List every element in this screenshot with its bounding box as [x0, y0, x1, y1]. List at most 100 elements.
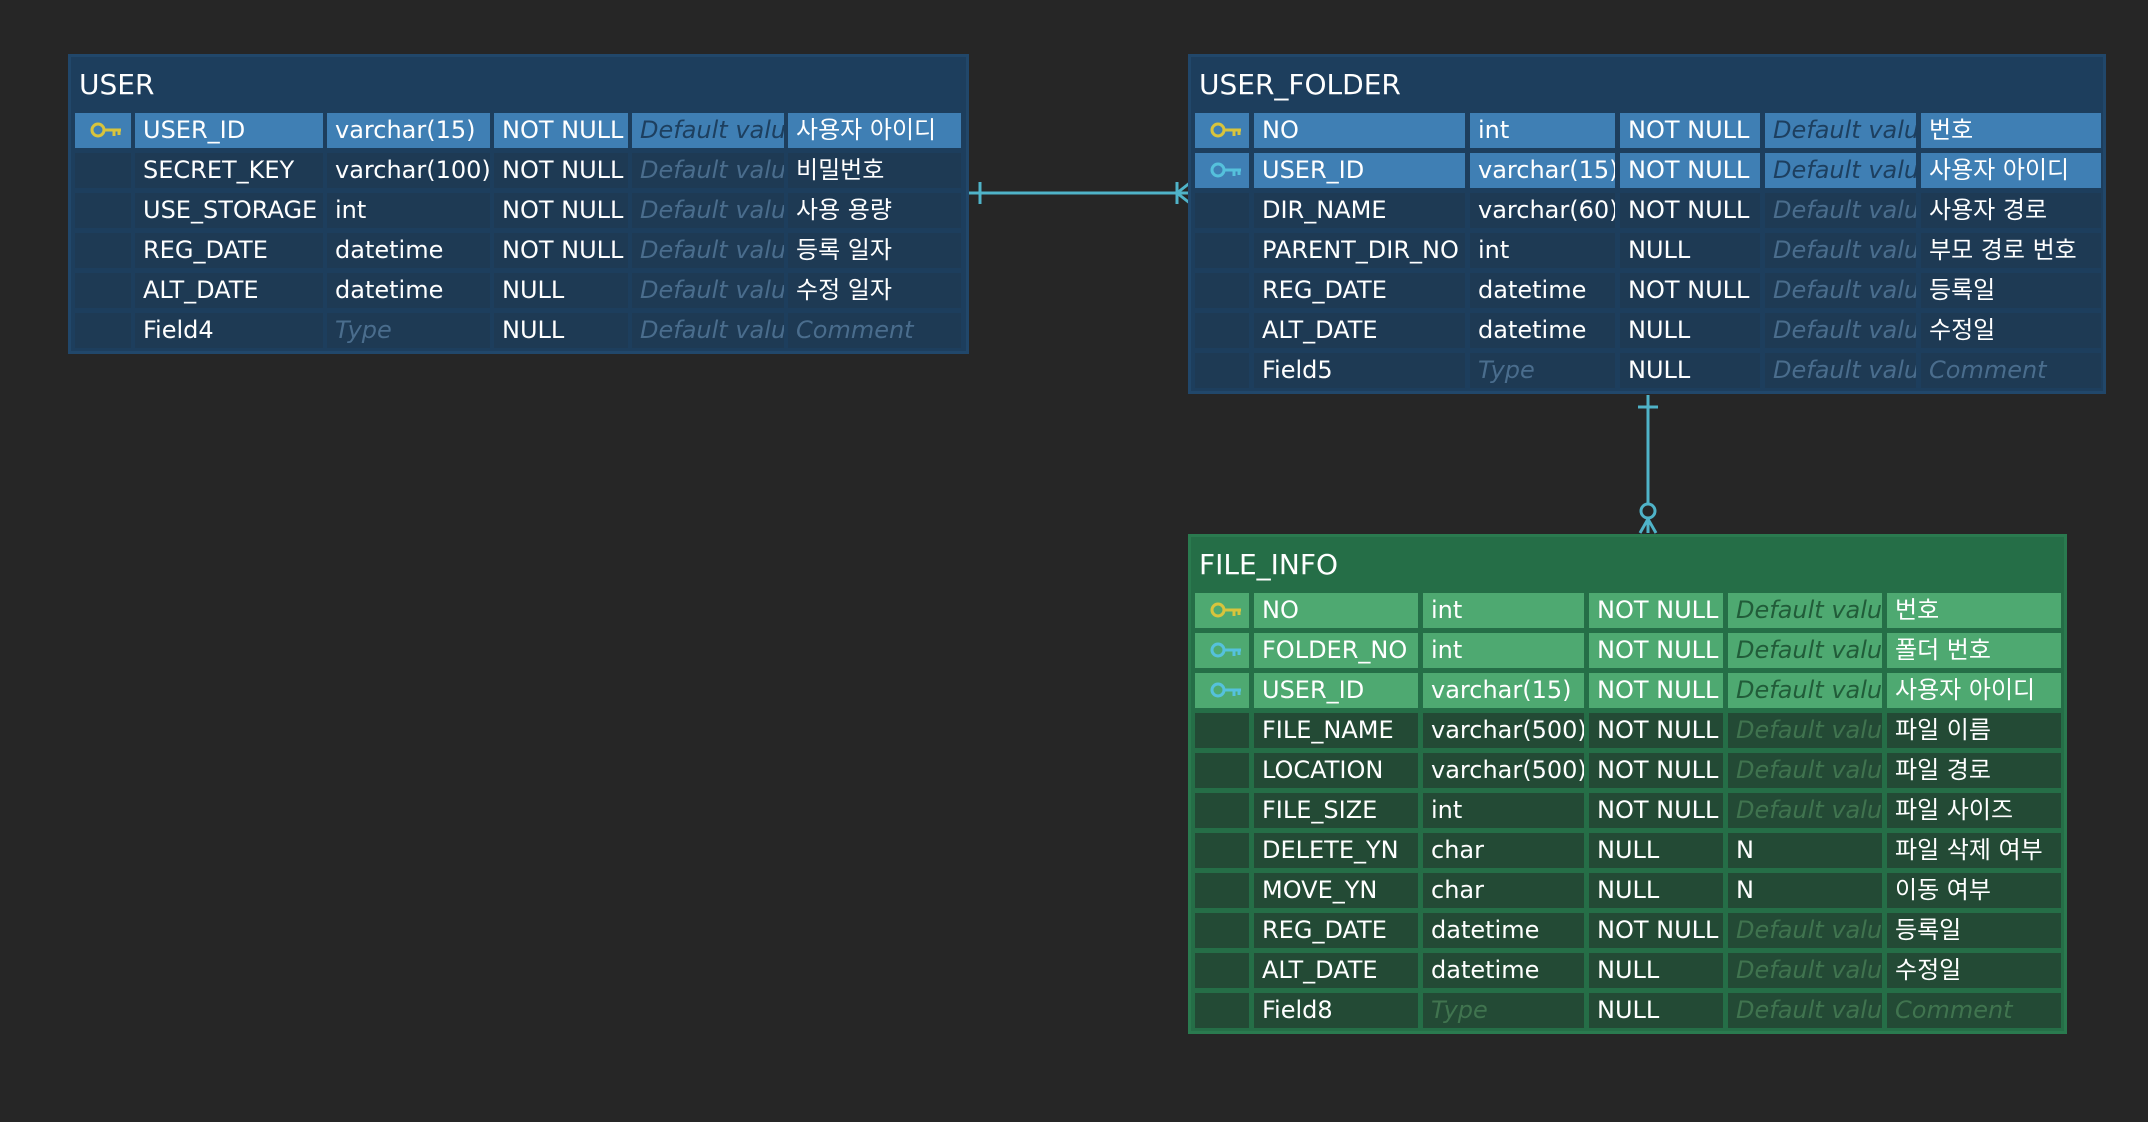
column-type[interactable]: datetime: [327, 233, 490, 268]
column-nullable[interactable]: NOT NULL: [1589, 713, 1723, 748]
column-type[interactable]: varchar(15): [1470, 153, 1615, 188]
column-default[interactable]: Default value: [1765, 113, 1916, 148]
column-nullable[interactable]: NULL: [1589, 993, 1723, 1028]
column-default[interactable]: Default value: [1728, 633, 1882, 668]
column-nullable[interactable]: NULL: [1589, 873, 1723, 908]
column-name[interactable]: USER_ID: [1254, 153, 1465, 188]
column-name[interactable]: FILE_NAME: [1254, 713, 1418, 748]
connector-user-to-user-folder[interactable]: [966, 180, 1192, 206]
column-type[interactable]: Type: [1470, 353, 1615, 388]
table-title[interactable]: USER_FOLDER: [1199, 68, 1401, 101]
column-name[interactable]: DELETE_YN: [1254, 833, 1418, 868]
column-type[interactable]: int: [1470, 113, 1615, 148]
column-name[interactable]: PARENT_DIR_NO: [1254, 233, 1465, 268]
column-name[interactable]: Field5: [1254, 353, 1465, 388]
column-default[interactable]: Default value: [632, 233, 784, 268]
column-nullable[interactable]: NOT NULL: [1589, 753, 1723, 788]
column-name[interactable]: USE_STORAGE: [135, 193, 323, 228]
column-type[interactable]: varchar(15): [1423, 673, 1584, 708]
column-type[interactable]: varchar(15): [327, 113, 490, 148]
column-comment[interactable]: 사용자 경로: [1921, 193, 2101, 228]
column-name[interactable]: USER_ID: [1254, 673, 1418, 708]
column-type[interactable]: int: [1423, 593, 1584, 628]
column-default[interactable]: Default value: [1728, 673, 1882, 708]
column-name[interactable]: FOLDER_NO: [1254, 633, 1418, 668]
column-nullable[interactable]: NOT NULL: [1620, 153, 1760, 188]
column-default[interactable]: Default value: [632, 273, 784, 308]
column-type[interactable]: datetime: [1423, 913, 1584, 948]
column-name[interactable]: Field4: [135, 313, 323, 348]
column-type[interactable]: datetime: [327, 273, 490, 308]
column-nullable[interactable]: NULL: [494, 273, 628, 308]
column-default[interactable]: Default value: [1728, 953, 1882, 988]
column-name[interactable]: LOCATION: [1254, 753, 1418, 788]
column-nullable[interactable]: NOT NULL: [1620, 113, 1760, 148]
column-name[interactable]: ALT_DATE: [1254, 313, 1465, 348]
column-nullable[interactable]: NULL: [1589, 833, 1723, 868]
column-default[interactable]: Default value: [1765, 153, 1916, 188]
connector-user-folder-to-file-info[interactable]: [1638, 395, 1658, 534]
column-default[interactable]: Default value: [1765, 193, 1916, 228]
column-type[interactable]: datetime: [1470, 273, 1615, 308]
column-nullable[interactable]: NOT NULL: [1589, 593, 1723, 628]
column-default[interactable]: Default value: [1728, 713, 1882, 748]
column-comment[interactable]: 사용 용량: [788, 193, 961, 228]
column-name[interactable]: USER_ID: [135, 113, 323, 148]
column-default[interactable]: N: [1728, 873, 1882, 908]
column-name[interactable]: Field8: [1254, 993, 1418, 1028]
column-comment[interactable]: 수정일: [1887, 953, 2061, 988]
column-type[interactable]: varchar(500): [1423, 713, 1584, 748]
column-nullable[interactable]: NULL: [1620, 233, 1760, 268]
column-default[interactable]: Default value: [1728, 753, 1882, 788]
column-comment[interactable]: 부모 경로 번호: [1921, 233, 2101, 268]
column-nullable[interactable]: NULL: [1620, 313, 1760, 348]
column-default[interactable]: Default value: [1728, 993, 1882, 1028]
column-comment[interactable]: 파일 사이즈: [1887, 793, 2061, 828]
column-comment[interactable]: 등록일: [1887, 913, 2061, 948]
column-name[interactable]: FILE_SIZE: [1254, 793, 1418, 828]
column-comment[interactable]: 수정 일자: [788, 273, 961, 308]
column-name[interactable]: REG_DATE: [1254, 273, 1465, 308]
column-type[interactable]: varchar(60): [1470, 193, 1615, 228]
column-default[interactable]: Default value: [1728, 913, 1882, 948]
column-comment[interactable]: 파일 경로: [1887, 753, 2061, 788]
column-comment[interactable]: 이동 여부: [1887, 873, 2061, 908]
column-nullable[interactable]: NOT NULL: [494, 193, 628, 228]
column-comment[interactable]: 등록일: [1921, 273, 2101, 308]
column-comment[interactable]: 폴더 번호: [1887, 633, 2061, 668]
column-type[interactable]: int: [1423, 793, 1584, 828]
column-default[interactable]: Default value: [632, 153, 784, 188]
column-comment[interactable]: 사용자 아이디: [788, 113, 961, 148]
column-name[interactable]: MOVE_YN: [1254, 873, 1418, 908]
column-default[interactable]: Default value: [1765, 273, 1916, 308]
column-comment[interactable]: 파일 이름: [1887, 713, 2061, 748]
column-nullable[interactable]: NOT NULL: [1589, 633, 1723, 668]
column-name[interactable]: REG_DATE: [1254, 913, 1418, 948]
column-name[interactable]: DIR_NAME: [1254, 193, 1465, 228]
column-default[interactable]: Default value: [1765, 353, 1916, 388]
column-default[interactable]: Default value: [632, 113, 784, 148]
column-type[interactable]: int: [1423, 633, 1584, 668]
column-type[interactable]: char: [1423, 873, 1584, 908]
column-default[interactable]: N: [1728, 833, 1882, 868]
column-default[interactable]: Default value: [1765, 233, 1916, 268]
column-type[interactable]: int: [327, 193, 490, 228]
column-comment[interactable]: 파일 삭제 여부: [1887, 833, 2061, 868]
